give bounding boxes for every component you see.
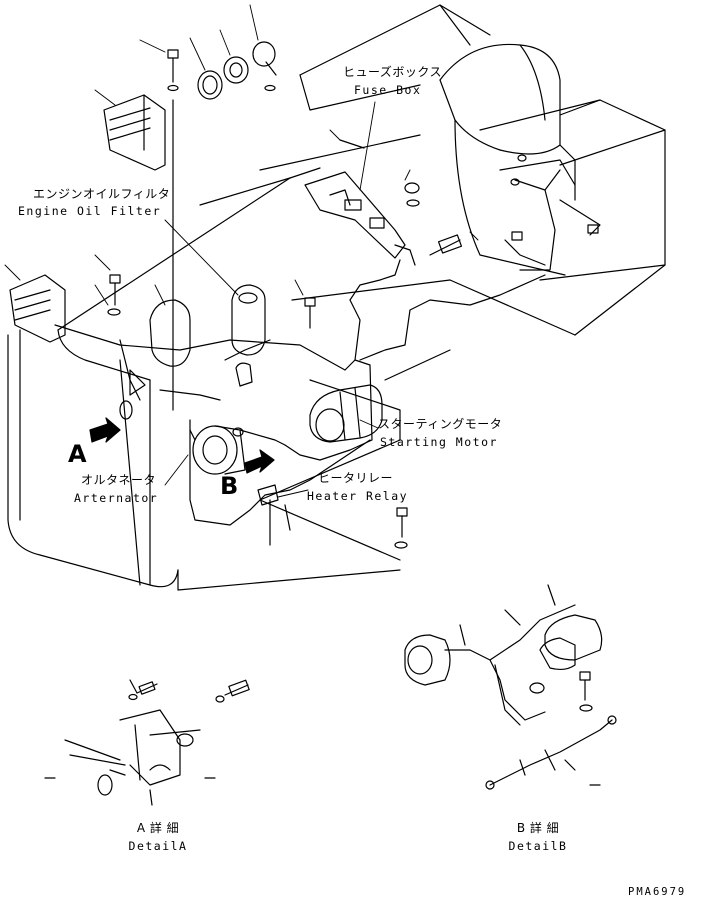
leader-lines [4,4,479,498]
operator-seat [439,43,576,276]
view-arrow-a [89,417,121,443]
oil-filter [149,284,266,387]
alternator-label-en: Arternator [74,491,159,505]
alternator-label-jp: オルタネータ [81,473,157,487]
fuse-box-assembly [304,139,463,266]
main-harness [54,259,546,526]
oil-filter-label-en: Engine Oil Filter [18,204,162,218]
starting-motor-label-jp: スターティングモータ [378,417,503,431]
detail-b-drawing [404,584,617,790]
detail-a-title-jp: A 詳 細 [136,821,180,835]
heater-relay-label-en: Heater Relay [307,489,409,503]
detail-a-title-en: DetailA [128,839,188,853]
alternator [189,425,246,475]
view-arrow-b [244,449,275,474]
oil-filter-label-jp: エンジンオイルフィルタ [33,187,171,201]
top-fasteners [167,41,277,411]
fuse-box-label-en: Fuse Box [354,83,422,97]
fuse-box-label-jp: ヒューズボックス [343,65,443,79]
loose-bolts [107,274,316,420]
heater-relay [257,484,291,546]
view-arrow-b-label: B [220,472,239,500]
wiring-harness-right [499,154,601,271]
machine-frame [7,4,666,591]
detail-a-drawing [44,679,250,806]
starting-motor [309,384,383,443]
relay-bolt [394,507,408,549]
view-arrow-a-label: A [68,440,87,468]
drawing-code: PMA6979 [628,886,687,898]
air-intake-box [9,94,166,343]
starting-motor-label-en: Starting Motor [380,435,498,449]
detail-b-title-jp: B 詳 細 [516,821,560,835]
heater-relay-label-jp: ヒータリレー [318,471,394,485]
detail-b-title-en: DetailB [508,839,568,853]
